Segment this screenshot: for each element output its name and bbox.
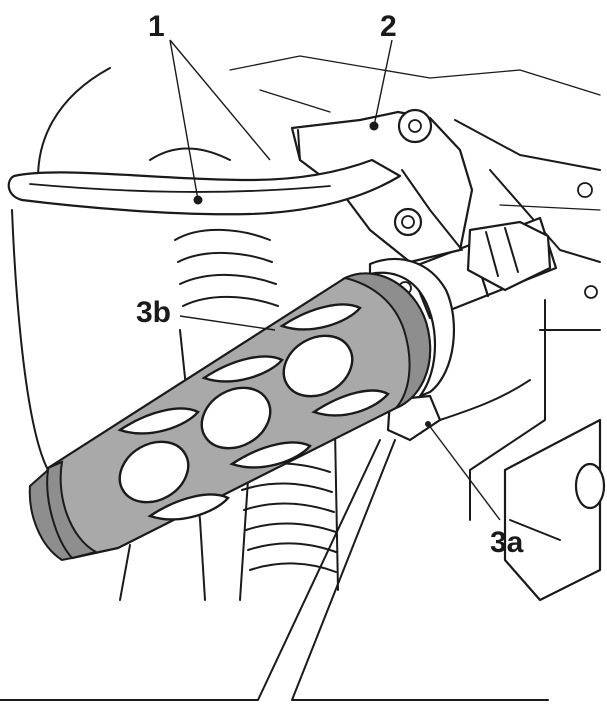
callout-label-adjuster: 2 [380,10,397,43]
grip-collar [368,257,456,442]
callout-label-grip-mark-b: 3b [136,296,171,329]
lever-perch [290,108,552,292]
callout-label-grip-mark-a: 3a [490,526,524,559]
brake-lever [7,158,402,216]
throttle-grip [28,272,432,562]
background-structure [11,55,606,602]
callout-leaders [169,39,501,521]
zoom-callout-bracket [0,439,549,701]
callout-label-lever: 1 [148,10,165,43]
